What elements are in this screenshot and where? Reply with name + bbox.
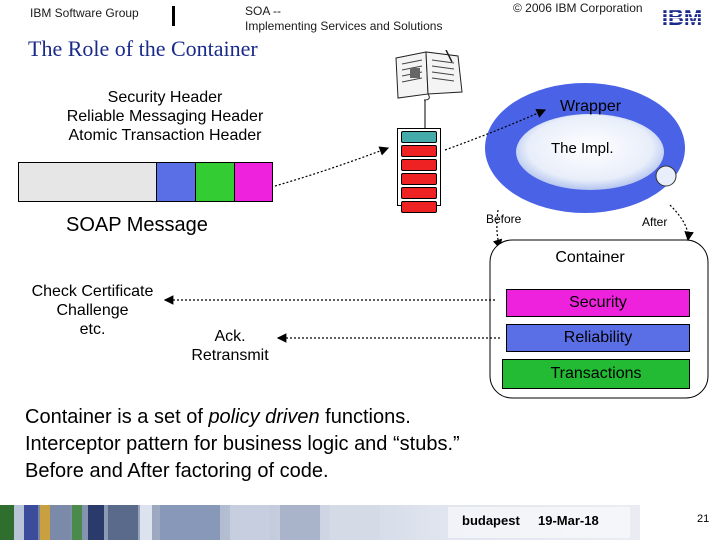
after-arrow <box>669 204 694 242</box>
security-segment <box>157 163 196 201</box>
wrapper-port <box>655 165 677 187</box>
headers-list: Security Header Reliable Messaging Heade… <box>45 88 285 145</box>
transaction-segment <box>235 163 272 201</box>
ibm-logo: IBM <box>655 5 709 33</box>
footer-date: 19-Mar-18 <box>538 513 599 528</box>
stack-item <box>401 145 437 157</box>
bullet-item: Container is a set of policy driven func… <box>25 404 460 431</box>
security-layer: Security <box>506 289 690 317</box>
bullet-item: Interceptor pattern for business logic a… <box>25 431 460 458</box>
course-line-1: SOA -- <box>245 4 282 18</box>
soap-message-bar <box>18 162 273 202</box>
stack-to-wrapper-arrow <box>444 109 547 151</box>
ack-label: Ack. Retransmit <box>180 327 280 365</box>
stack-item <box>401 173 437 185</box>
bullet-text-end: functions. <box>319 406 411 428</box>
bullet-text: Container is a set of <box>25 406 209 428</box>
group-name: IBM Software Group <box>30 6 139 20</box>
wrapper-label: Wrapper <box>560 98 622 115</box>
stack-item <box>401 131 437 143</box>
copyright: © 2006 IBM Corporation <box>513 1 643 15</box>
container-box <box>489 239 709 399</box>
message-stack <box>397 128 441 213</box>
before-label: Before <box>486 212 522 226</box>
footer-bar <box>0 505 720 540</box>
check-certificate-line-3: etc. <box>79 321 106 338</box>
bullet-list: Container is a set of policy driven func… <box>25 404 460 485</box>
course-line-2: Implementing Services and Solutions <box>245 19 443 33</box>
diagram-canvas <box>163 83 709 399</box>
check-certificate-line-1: Check Certificate <box>31 283 154 300</box>
before-arrow <box>492 209 503 250</box>
stack-item <box>401 201 437 213</box>
reliable-messaging-header-label: Reliable Messaging Header <box>66 108 264 125</box>
bullet-text: Before and After factoring of code. <box>25 460 329 482</box>
atomic-transaction-header-label: Atomic Transaction Header <box>68 127 262 144</box>
after-label: After <box>642 215 668 229</box>
footer-decoration <box>0 505 720 540</box>
reliability-segment <box>196 163 235 201</box>
check-certificate-label: Check Certificate Challenge etc. <box>15 282 170 339</box>
ack-line-1: Ack. <box>214 328 246 345</box>
soap-to-stack-arrow <box>274 146 390 187</box>
reliability-layer: Reliability <box>506 324 690 352</box>
check-certificate-line-2: Challenge <box>56 302 129 319</box>
page-title: The Role of the Container <box>28 36 258 61</box>
soap-message-label: SOAP Message <box>66 214 208 236</box>
course-title: SOA -- Implementing Services and Solutio… <box>245 4 442 34</box>
transactions-layer: Transactions <box>502 359 690 389</box>
impl-label: The Impl. <box>551 140 614 157</box>
bullet-item: Before and After factoring of code. <box>25 458 460 485</box>
ack-line-2: Retransmit <box>191 347 269 364</box>
container-title: Container <box>555 249 625 266</box>
open-book-icon <box>388 49 468 107</box>
security-header-label: Security Header <box>107 89 223 106</box>
security-layer-label: Security <box>569 294 627 311</box>
soap-body-segment <box>19 163 157 201</box>
transactions-layer-label: Transactions <box>550 365 642 382</box>
bullet-text: Interceptor pattern for business logic a… <box>25 433 460 455</box>
bullet-emphasis: policy driven <box>208 406 320 428</box>
stack-item <box>401 159 437 171</box>
reliability-layer-label: Reliability <box>563 329 633 346</box>
page-number: 21 <box>697 513 710 525</box>
impl-ellipse <box>516 114 664 190</box>
stack-item <box>401 187 437 199</box>
header-divider <box>172 6 175 26</box>
footer-location: budapest <box>462 513 520 528</box>
